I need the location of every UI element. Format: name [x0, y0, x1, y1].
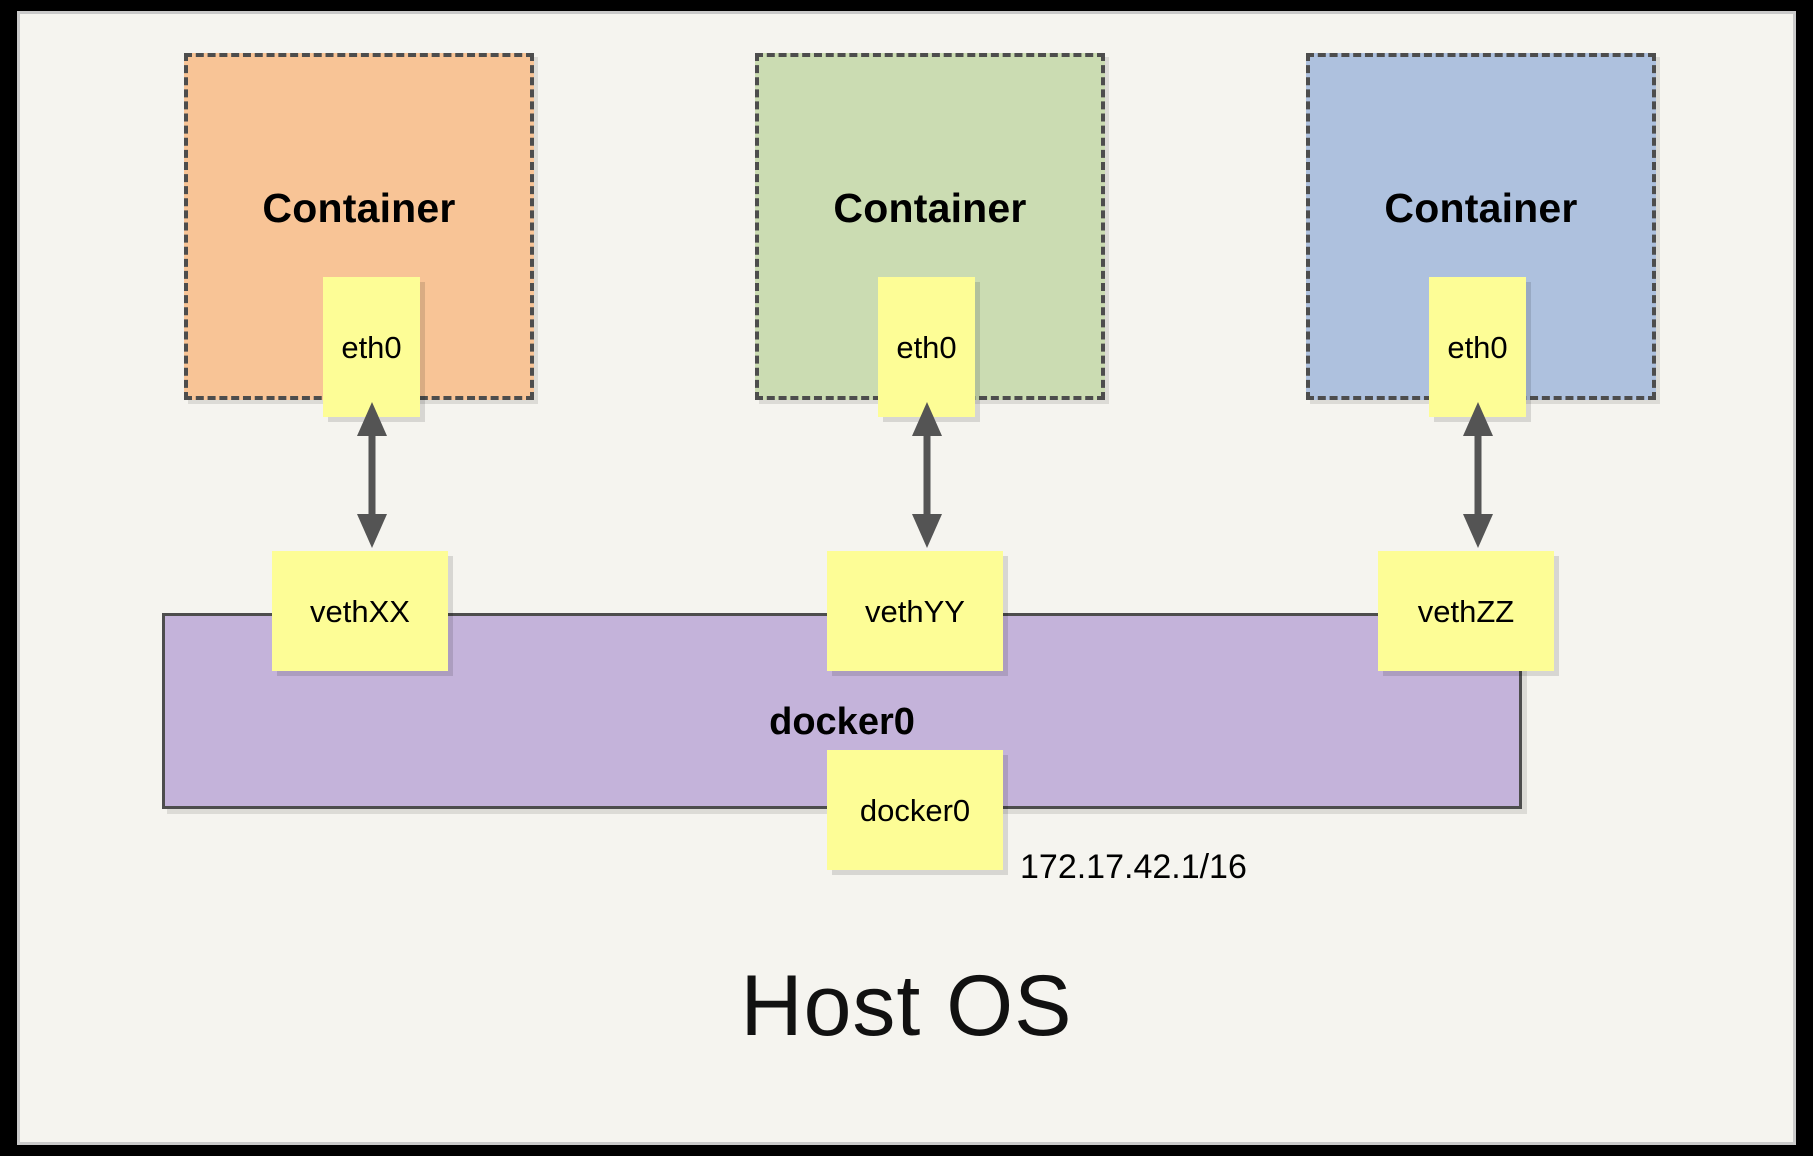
veth-box-2: vethYY [827, 551, 1003, 671]
docker0-port-box: docker0 [827, 750, 1003, 870]
link-arrow-1 [357, 402, 387, 548]
veth-label-1: vethXX [310, 593, 410, 629]
host-os-label: Host OS [740, 958, 1073, 1054]
link-arrow-2 [912, 402, 942, 548]
eth0-box-2: eth0 [878, 277, 975, 417]
diagram-page: Container eth0 Container eth0 Container … [20, 14, 1793, 1142]
container-title-2: Container [833, 185, 1027, 231]
docker0-bridge-label: docker0 [769, 701, 915, 743]
container-title-1: Container [262, 185, 456, 231]
eth0-box-1: eth0 [323, 277, 420, 417]
bridge-ip-label: 172.17.42.1/16 [1020, 848, 1247, 886]
eth0-box-3: eth0 [1429, 277, 1526, 417]
veth-box-3: vethZZ [1378, 551, 1554, 671]
veth-label-2: vethYY [865, 593, 965, 629]
eth0-label-2: eth0 [896, 329, 957, 365]
container-title-3: Container [1384, 185, 1578, 231]
eth0-label-3: eth0 [1447, 329, 1508, 365]
link-arrow-3 [1463, 402, 1493, 548]
eth0-label-1: eth0 [341, 329, 402, 365]
docker0-port-label: docker0 [859, 792, 971, 828]
veth-box-1: vethXX [272, 551, 448, 671]
veth-label-3: vethZZ [1417, 593, 1515, 629]
